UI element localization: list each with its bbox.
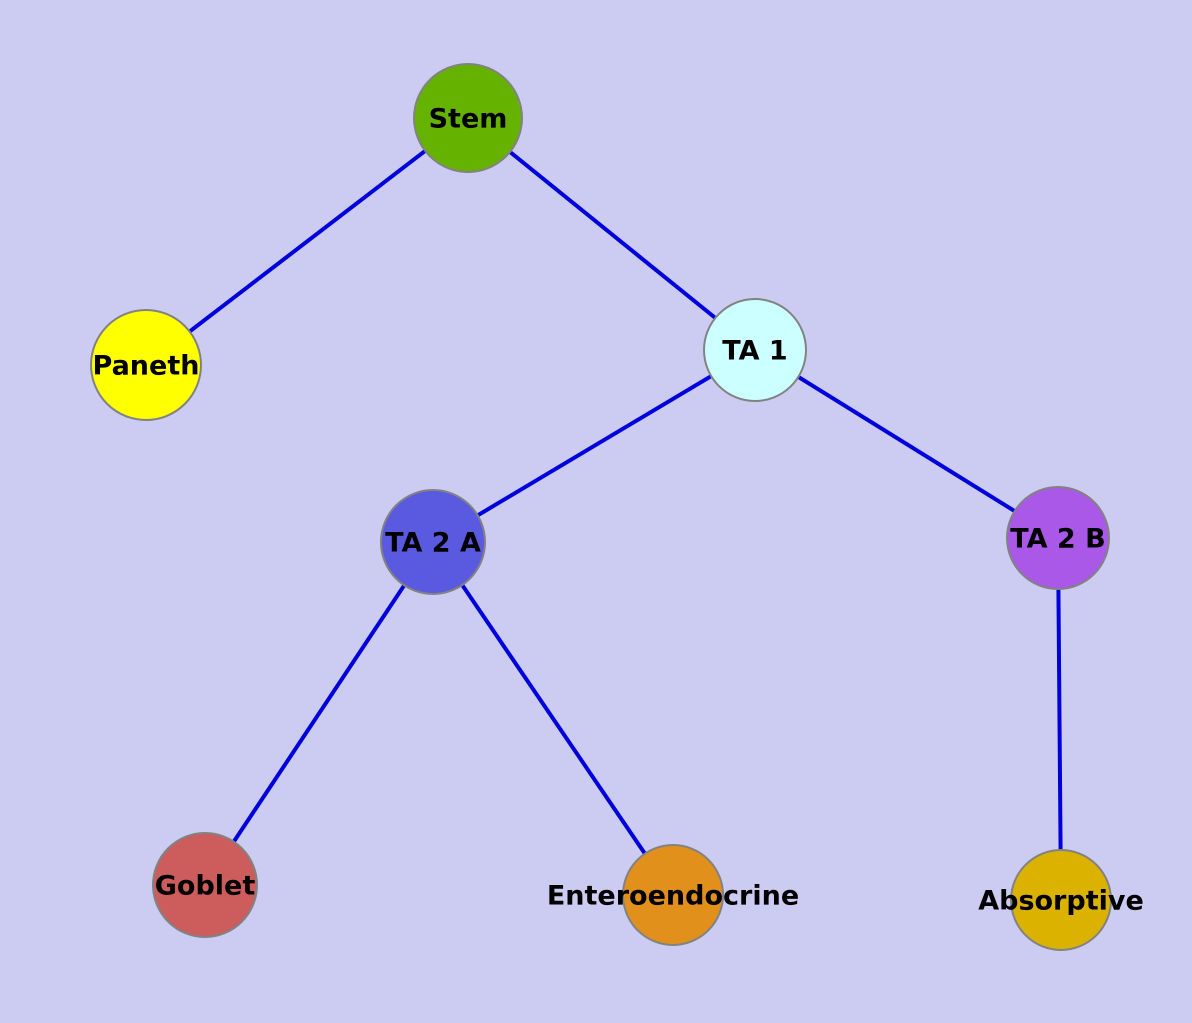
edge-stem-paneth <box>144 116 470 367</box>
edge-ta1-ta2a <box>431 348 757 544</box>
node-ta2b: TA 2 B <box>1006 486 1110 590</box>
node-label-ta1: TA 1 <box>722 336 787 367</box>
node-label-paneth: Paneth <box>93 351 200 382</box>
node-label-absorptive: Absorptive <box>978 886 1144 917</box>
node-enteroendocrine: Enteroendocrine <box>547 844 799 946</box>
node-circle-absorptive <box>1010 849 1112 951</box>
node-absorptive: Absorptive <box>978 849 1144 951</box>
node-circle-enteroendocrine <box>622 844 724 946</box>
node-circle-stem <box>413 63 523 173</box>
node-goblet: Goblet <box>152 832 258 938</box>
edge-ta2a-enteroendocrine <box>431 540 675 897</box>
node-label-stem: Stem <box>429 104 508 135</box>
edge-ta2a-goblet <box>203 540 435 887</box>
edge-ta1-ta2b <box>753 348 1060 540</box>
node-label-ta2b: TA 2 B <box>1010 524 1105 555</box>
node-circle-ta2b <box>1006 486 1110 590</box>
node-label-goblet: Goblet <box>155 871 256 902</box>
node-ta1: TA 1 <box>703 298 807 402</box>
edge-ta2b-absorptive <box>1056 537 1063 901</box>
node-circle-ta1 <box>703 298 807 402</box>
node-stem: Stem <box>413 63 523 173</box>
node-label-enteroendocrine: Enteroendocrine <box>547 881 799 912</box>
node-label-ta2a: TA 2 A <box>385 528 481 559</box>
node-ta2a: TA 2 A <box>380 489 486 595</box>
node-circle-paneth <box>90 309 202 421</box>
node-paneth: Paneth <box>90 309 202 421</box>
edge-stem-ta1 <box>466 116 757 352</box>
node-circle-ta2a <box>380 489 486 595</box>
edges-layer <box>144 116 1063 901</box>
node-circle-goblet <box>152 832 258 938</box>
